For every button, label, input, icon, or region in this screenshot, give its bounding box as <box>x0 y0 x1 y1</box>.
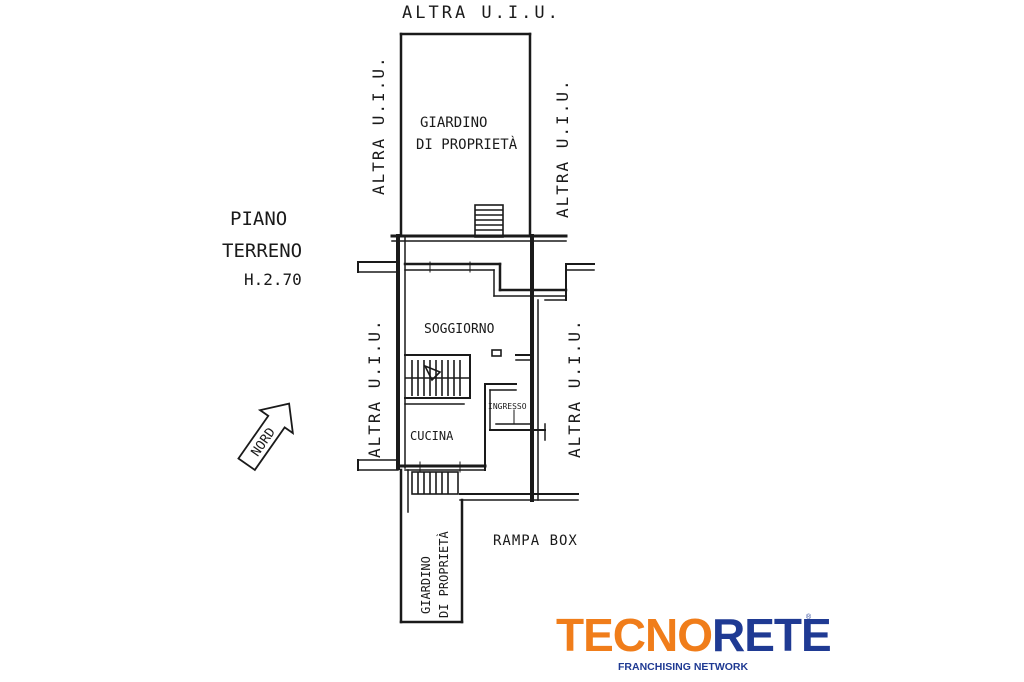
right-lower-neighbor-label: ALTRA U.I.U. <box>565 318 584 458</box>
height-label: H.2.70 <box>244 270 302 289</box>
rear-garden-label-line1: GIARDINO <box>420 115 487 131</box>
floor-label-line2: TERRENO <box>222 240 302 262</box>
logo-registered-mark: ® <box>806 614 812 621</box>
door-marker <box>491 349 502 357</box>
rear-garden-stairs <box>474 204 504 238</box>
logo-brand-right: RETE <box>712 609 832 661</box>
front-garden-label-line1: GIARDINO <box>419 556 433 614</box>
left-lower-neighbor-label: ALTRA U.I.U. <box>365 318 384 458</box>
kitchen-label: CUCINA <box>410 429 454 443</box>
front-garden-stairs <box>411 471 459 495</box>
rear-garden-label-line2: DI PROPRIETÀ <box>416 136 518 153</box>
top-neighbor-label: ALTRA U.I.U. <box>402 3 561 23</box>
logo-wordmark: TECNORETE <box>556 609 832 661</box>
left-upper-neighbor-label: ALTRA U.I.U. <box>369 55 388 195</box>
house-walls <box>357 234 595 502</box>
north-arrow-icon: NORD <box>237 402 295 472</box>
floor-label-line1: PIANO <box>230 208 287 230</box>
entrance-label: INGRESSO <box>488 402 527 411</box>
internal-stairs <box>405 360 470 396</box>
right-upper-neighbor-label: ALTRA U.I.U. <box>553 78 572 218</box>
front-garden-label-line2: DI PROPRIETÀ <box>436 531 451 618</box>
ramp-label: RAMPA BOX <box>493 533 578 549</box>
logo-brand-o: O <box>677 609 713 661</box>
rear-garden-outline <box>399 32 532 238</box>
tecnorete-logo: TECNORETE ® FRANCHISING NETWORK <box>556 612 832 674</box>
living-room-label: SOGGIORNO <box>424 322 495 337</box>
logo-brand-left: TECN <box>556 609 678 661</box>
front-garden-outline <box>399 468 464 624</box>
logo-tagline: FRANCHISING NETWORK <box>618 661 749 673</box>
